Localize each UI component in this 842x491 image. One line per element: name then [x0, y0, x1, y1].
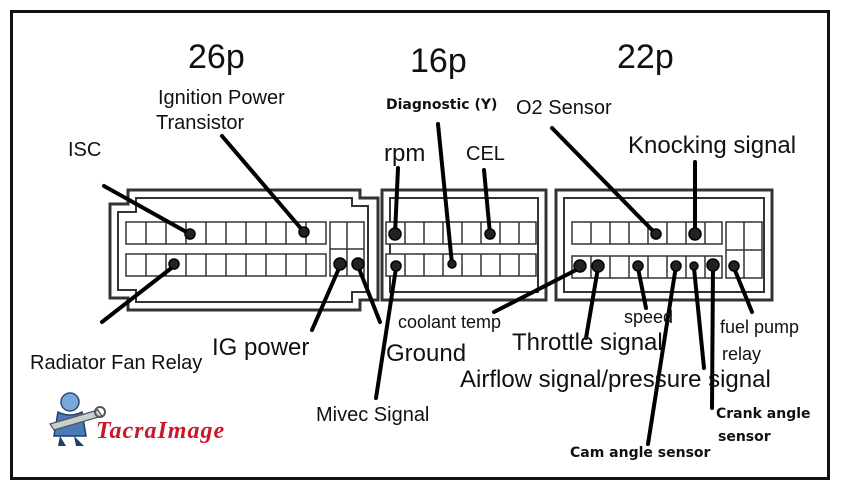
label-ig-power: IG power [212, 334, 310, 361]
label-mivec-signal: Mivec Signal [316, 404, 430, 426]
label-fuel-pump-1: fuel pump [720, 317, 800, 337]
mechanic-with-wrench-icon [49, 392, 106, 446]
label-knocking-signal: Knocking signal [628, 132, 797, 159]
label-throttle-signal: Throttle signal [512, 329, 663, 356]
section-26p-label: 26p [188, 38, 245, 76]
diagram-frame [10, 10, 830, 480]
pin-markers [168, 226, 740, 273]
logo-text: TacraImage [96, 418, 226, 444]
connector-16p [380, 188, 548, 302]
label-o2-sensor: O2 Sensor [516, 97, 612, 119]
section-22p-label: 22p [617, 38, 674, 76]
label-cam-angle-sensor: Cam angle sensor [570, 445, 711, 461]
label-diagnostic: Diagnostic (Y) [386, 97, 498, 113]
label-coolant-temp: coolant temp [398, 312, 502, 332]
label-ground: Ground [386, 340, 467, 367]
pins-16p [385, 221, 537, 277]
label-isc: ISC [68, 139, 102, 161]
label-speed: speed [624, 307, 674, 327]
label-cel: CEL [466, 143, 505, 165]
label-airflow-signal: Airflow signal/pressure signal [460, 366, 771, 393]
section-16p-label: 16p [410, 42, 467, 80]
connector-26p [108, 188, 380, 312]
label-crank-angle-1: Crank angle [716, 406, 811, 422]
label-rpm: rpm [384, 140, 426, 167]
label-ignition-power-1: Ignition Power [158, 87, 285, 109]
label-radiator-fan-relay: Radiator Fan Relay [30, 352, 203, 374]
label-fuel-pump-2: relay [722, 344, 762, 364]
label-crank-angle-2: sensor [718, 429, 771, 445]
label-ignition-power-2: Transistor [156, 112, 245, 134]
leader-lines [100, 122, 754, 446]
connector-22p [554, 188, 774, 302]
pins-26p [125, 221, 365, 277]
